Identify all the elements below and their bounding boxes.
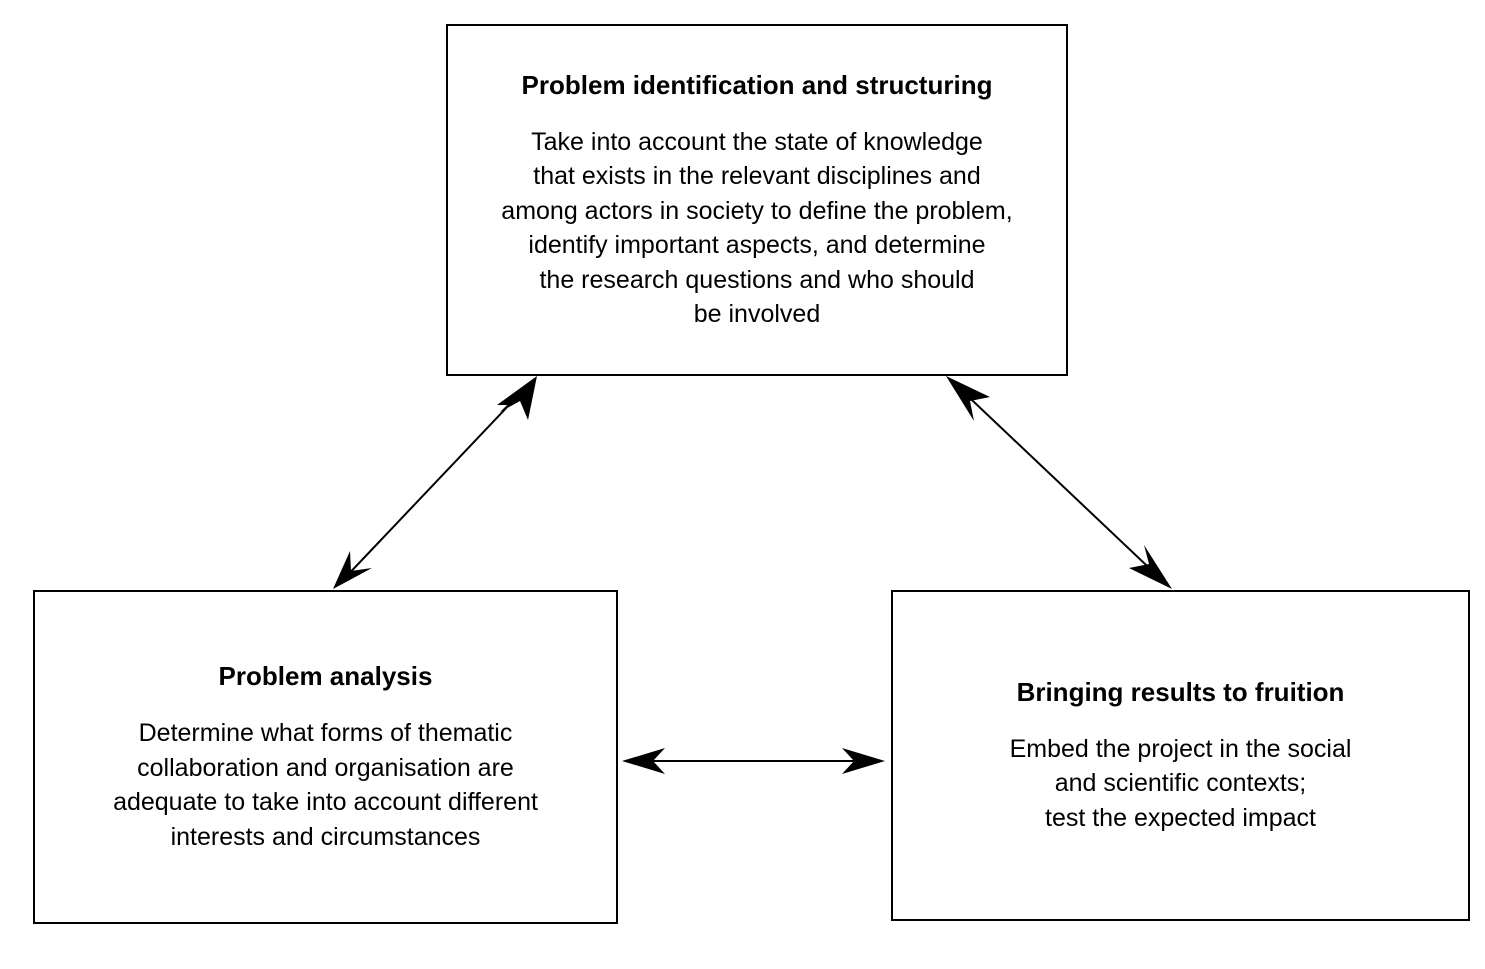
box-title: Problem analysis xyxy=(218,661,433,691)
description-line: test the expected impact xyxy=(1045,803,1316,832)
arrowhead-up-icon xyxy=(497,376,537,405)
description-line: Embed the project in the social xyxy=(1009,734,1352,763)
box-description: Determine what forms of thematic collabo… xyxy=(113,716,538,854)
arrow-top-right xyxy=(946,376,1172,589)
box-bringing-results: Bringing results to fruition Embed the p… xyxy=(891,590,1470,921)
description-line: collaboration and organisation are xyxy=(137,753,514,782)
description-line: and scientific contexts; xyxy=(1054,769,1307,798)
box-title: Problem identification and structuring xyxy=(521,69,993,100)
description-line: among actors in society to define the pr… xyxy=(501,196,1013,225)
box-description: Embed the project in the social and scie… xyxy=(1010,732,1352,836)
description-line: that exists in the relevant disciplines … xyxy=(533,162,981,190)
arrow-top-left xyxy=(333,376,537,589)
box-description: Take into account the state of knowledge… xyxy=(501,125,1012,332)
arrowhead-right-icon xyxy=(842,748,885,774)
description-line: identify important aspects, and determin… xyxy=(528,231,986,259)
arrowhead-left-icon xyxy=(622,748,665,774)
arrowhead-top-left-lower-icon xyxy=(333,551,372,589)
description-line: adequate to take into account different xyxy=(113,788,538,816)
box-problem-identification: Problem identification and structuring T… xyxy=(446,24,1068,376)
arrowhead-top-right-lower-icon xyxy=(1129,545,1172,589)
description-line: Take into account the state of knowledge xyxy=(531,127,983,156)
description-line: be involved xyxy=(693,300,821,328)
description-line: interests and circumstances xyxy=(170,822,481,851)
arrow-left-right xyxy=(622,748,885,774)
description-line: Determine what forms of thematic xyxy=(138,719,513,747)
box-title: Bringing results to fruition xyxy=(1016,676,1345,707)
arrowhead-top-right-upper-icon xyxy=(946,376,990,421)
description-line: the research questions and who should xyxy=(539,265,975,294)
box-problem-analysis: Problem analysis Determine what forms of… xyxy=(33,590,618,924)
arrowhead-top-left-upper-icon xyxy=(500,376,537,420)
